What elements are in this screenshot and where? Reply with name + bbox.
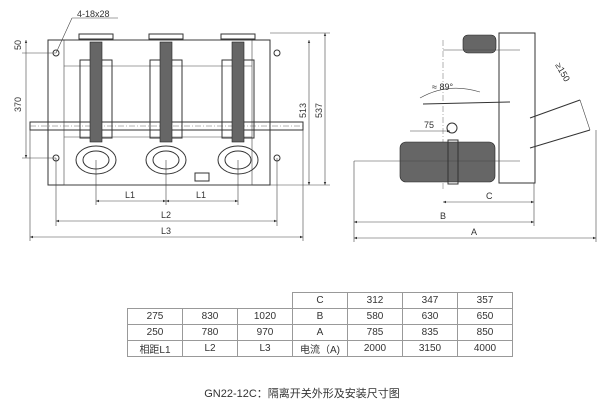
table-cell: 2000: [347, 340, 403, 357]
table-cell: 850: [457, 324, 513, 341]
dim-150: ≥150: [553, 61, 572, 83]
dim-50: 50: [13, 40, 23, 50]
dim-370: 370: [13, 97, 23, 112]
hole-label: 4-18x28: [77, 9, 110, 19]
table-cell: 357: [457, 292, 513, 309]
dim-l1-right: L1: [196, 190, 206, 200]
dim-c: C: [486, 191, 493, 201]
dim-513: 513: [298, 103, 308, 118]
dim-l2: L2: [161, 210, 171, 220]
table-row: C 312 347 357: [128, 292, 513, 309]
table-cell: L3: [237, 340, 293, 357]
table-cell: 835: [402, 324, 458, 341]
dim-75: 75: [424, 120, 434, 130]
pole-middle: [145, 33, 187, 175]
table-cell: C: [292, 292, 348, 309]
table-cell: 580: [347, 308, 403, 325]
dim-l3: L3: [161, 226, 171, 236]
table-cell: 4000: [457, 340, 513, 357]
table-cell: 电流（A): [292, 340, 348, 357]
front-view: 4-18x28 50 370 513 537 L1 L1 L2 L3: [13, 9, 330, 241]
dim-b: B: [440, 211, 446, 221]
table-cell: 312: [347, 292, 403, 309]
dim-a: A: [471, 227, 477, 237]
table-cell: 275: [127, 308, 183, 325]
table-cell: 3150: [402, 340, 458, 357]
dim-l1-left: L1: [125, 190, 135, 200]
table-cell: 630: [402, 308, 458, 325]
dim-angle: ≈ 89°: [432, 82, 453, 92]
table-cell: 830: [182, 308, 238, 325]
dim-537: 537: [314, 103, 324, 118]
table-cell: 650: [457, 308, 513, 325]
table-cell: L2: [182, 340, 238, 357]
table-cell: B: [292, 308, 348, 325]
table-cell: 250: [127, 324, 183, 341]
pole-left: [75, 33, 117, 175]
table-cell: 785: [347, 324, 403, 341]
table-cell: A: [292, 324, 348, 341]
table-cell: 970: [237, 324, 293, 341]
table-cell: 780: [182, 324, 238, 341]
figure-caption: GN22-12C：隔离开关外形及安装尺寸图: [204, 388, 400, 400]
side-view: ≈ 89° ≥150 75 C B A: [353, 32, 597, 242]
table-cell: 347: [402, 292, 458, 309]
table-cell: 1020: [237, 308, 293, 325]
table-cell: 相距L1: [127, 340, 183, 357]
